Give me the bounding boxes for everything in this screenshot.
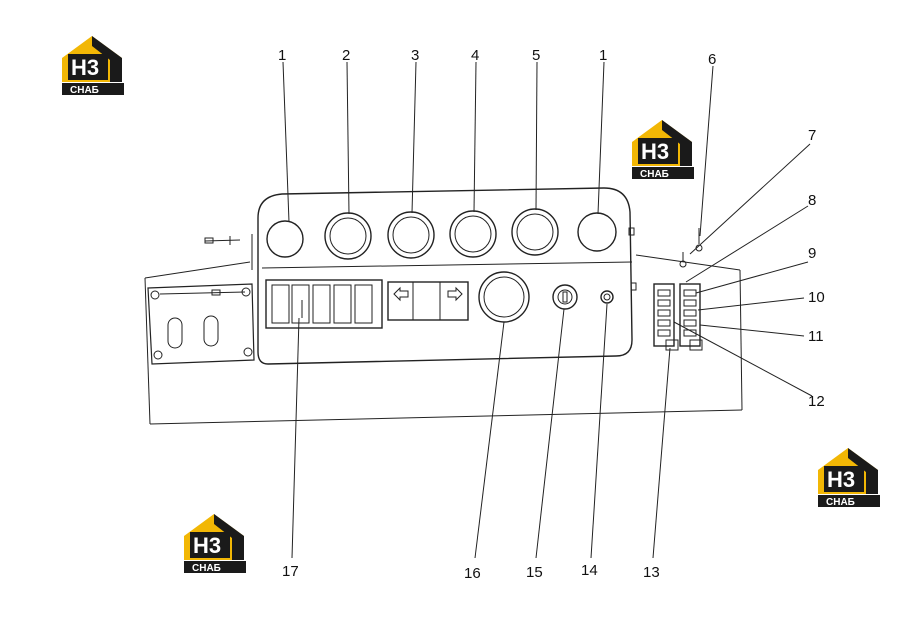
- callout-7: 7: [808, 127, 816, 144]
- watermark-logo: H3 СНАБ: [818, 448, 880, 508]
- callout-13: 13: [643, 564, 660, 581]
- gauge-1-left: [266, 220, 304, 258]
- indicator-lamp: [600, 290, 614, 304]
- watermark-brand: СНАБ: [70, 85, 99, 96]
- watermark-mark: H3: [193, 533, 221, 558]
- gauge-3: [387, 211, 435, 259]
- screw-right: [628, 227, 703, 291]
- callout-12: 12: [808, 393, 825, 410]
- callout-8: 8: [808, 192, 816, 209]
- gauge-row: [266, 208, 617, 260]
- turn-indicator-block: [387, 281, 469, 321]
- callout-15: 15: [526, 564, 543, 581]
- watermark-logo: H3 СНАБ: [632, 120, 694, 180]
- watermark-mark: H3: [827, 467, 855, 492]
- screw-left: [159, 236, 246, 296]
- callout-10: 10: [808, 289, 825, 306]
- callout-3: 3: [411, 47, 419, 64]
- side-bracket: [147, 283, 255, 365]
- watermark-brand: СНАБ: [640, 169, 669, 180]
- leader-lines: [282, 61, 813, 559]
- watermark-brand: СНАБ: [826, 497, 855, 508]
- gauge-2: [324, 212, 372, 260]
- callout-2: 2: [342, 47, 350, 64]
- watermark-logo: H3 СНАБ: [184, 514, 246, 574]
- gauge-1-right: [577, 212, 617, 252]
- callout-1-right: 1: [599, 47, 607, 64]
- instrument-panel: [251, 187, 633, 365]
- watermark-logo: H3 СНАБ: [62, 36, 124, 96]
- fuse-blocks: [653, 283, 703, 351]
- rocker-switch-block: [265, 279, 383, 329]
- watermark-brand: СНАБ: [192, 563, 221, 574]
- watermark-mark: H3: [71, 55, 99, 80]
- callout-4: 4: [471, 47, 479, 64]
- back-plate: [144, 254, 743, 425]
- callout-17: 17: [282, 563, 299, 580]
- gauge-4: [449, 210, 497, 258]
- callout-5: 5: [532, 47, 540, 64]
- callout-14: 14: [581, 562, 598, 579]
- callout-6: 6: [708, 51, 716, 68]
- callout-16: 16: [464, 565, 481, 582]
- arrow-right-icon: [447, 286, 463, 302]
- callout-11: 11: [808, 328, 824, 345]
- callout-9: 9: [808, 245, 816, 262]
- callout-labels: 1 2 3 4 5 1 6 7 8 9 10 11 12 13 14 15 16…: [278, 47, 825, 582]
- main-knob: [478, 271, 530, 323]
- gauge-5: [511, 208, 559, 256]
- callout-1-left: 1: [278, 47, 286, 64]
- arrow-left-icon: [393, 286, 409, 302]
- key-switch: [552, 284, 578, 310]
- watermark-mark: H3: [641, 139, 669, 164]
